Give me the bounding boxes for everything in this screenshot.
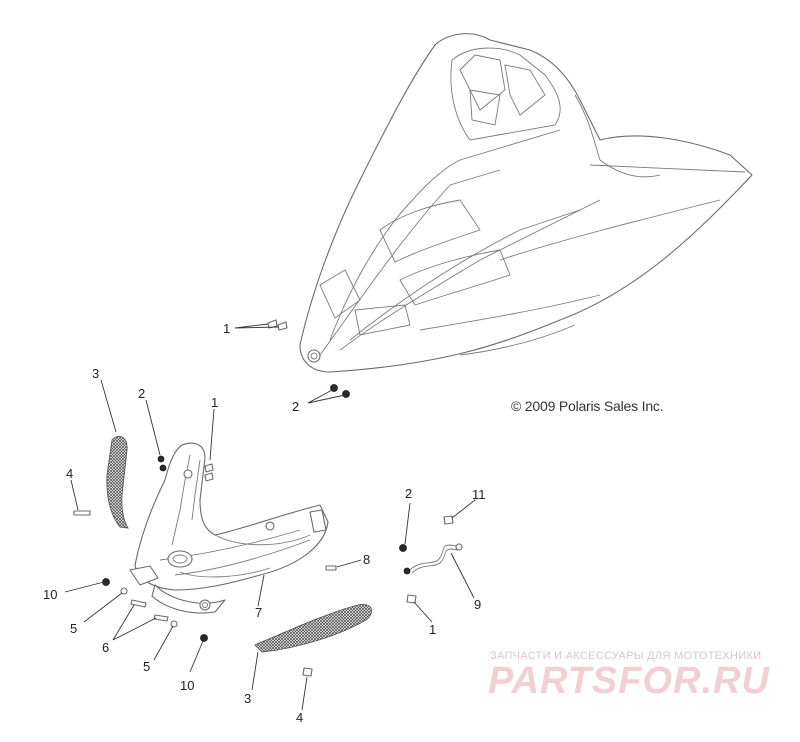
top-fasteners xyxy=(267,319,350,398)
hardware xyxy=(73,455,454,677)
watermark-tagline: ЗАПЧАСТИ И АКСЕССУАРЫ ДЛЯ МОТОТЕХНИКИ xyxy=(490,650,762,662)
callout-10-lower: 10 xyxy=(180,678,194,693)
callout-labels: 1 2 3 2 1 4 2 11 8 9 10 5 6 7 1 5 10 3 4 xyxy=(43,321,486,725)
grille-left xyxy=(106,436,129,529)
callout-3-grille: 3 xyxy=(92,366,99,381)
callout-4-bolt: 4 xyxy=(66,466,73,481)
callout-10-upper: 10 xyxy=(43,587,57,602)
grille-bottom xyxy=(254,604,372,653)
callout-1-right: 1 xyxy=(429,622,436,637)
callout-3-lower: 3 xyxy=(244,691,251,706)
wire-harness xyxy=(403,543,463,575)
callout-1-hood: 1 xyxy=(223,321,230,336)
callout-7-nose-pan: 7 xyxy=(255,605,262,620)
callout-5-upper: 5 xyxy=(70,621,77,636)
watermark-logo: PARTSFOR.RU xyxy=(488,660,770,702)
callout-2-hood: 2 xyxy=(292,399,299,414)
callout-9-harness: 9 xyxy=(474,597,481,612)
callout-4-lower: 4 xyxy=(296,710,303,725)
leader-lines xyxy=(64,323,476,711)
callout-2-nut-right: 2 xyxy=(405,486,412,501)
copyright-notice: © 2009 Polaris Sales Inc. xyxy=(511,398,664,414)
callout-2-nut: 2 xyxy=(138,386,145,401)
callout-1-screw: 1 xyxy=(211,395,218,410)
callout-6: 6 xyxy=(102,640,109,655)
nose-pan-assembly xyxy=(129,442,329,614)
callout-8: 8 xyxy=(363,552,370,567)
hood-assembly xyxy=(299,33,753,373)
callout-11: 11 xyxy=(472,487,486,502)
callout-5-lower: 5 xyxy=(143,659,150,674)
